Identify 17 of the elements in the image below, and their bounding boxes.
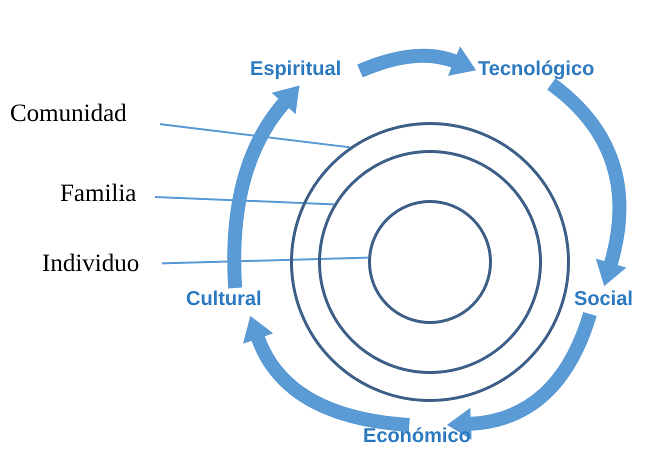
curved-arrow (243, 316, 410, 432)
leader-line (162, 256, 368, 264)
level-label: Individuo (42, 250, 162, 280)
leader-line (160, 123, 350, 148)
ring-circle (368, 200, 492, 324)
dimension-label: Tecnológico (478, 58, 618, 84)
leader-line (154, 196, 334, 206)
dimension-label: Espiritual (250, 58, 360, 84)
curved-arrow (227, 84, 299, 288)
dimension-label: Social (574, 288, 640, 314)
ring-circle (318, 150, 542, 374)
curved-arrow (447, 312, 597, 440)
ring-circle (290, 122, 570, 402)
dimension-label: Cultural (186, 288, 276, 314)
level-label: Comunidad (10, 100, 160, 130)
level-label: Familia (60, 180, 155, 210)
curved-arrow (357, 46, 476, 78)
